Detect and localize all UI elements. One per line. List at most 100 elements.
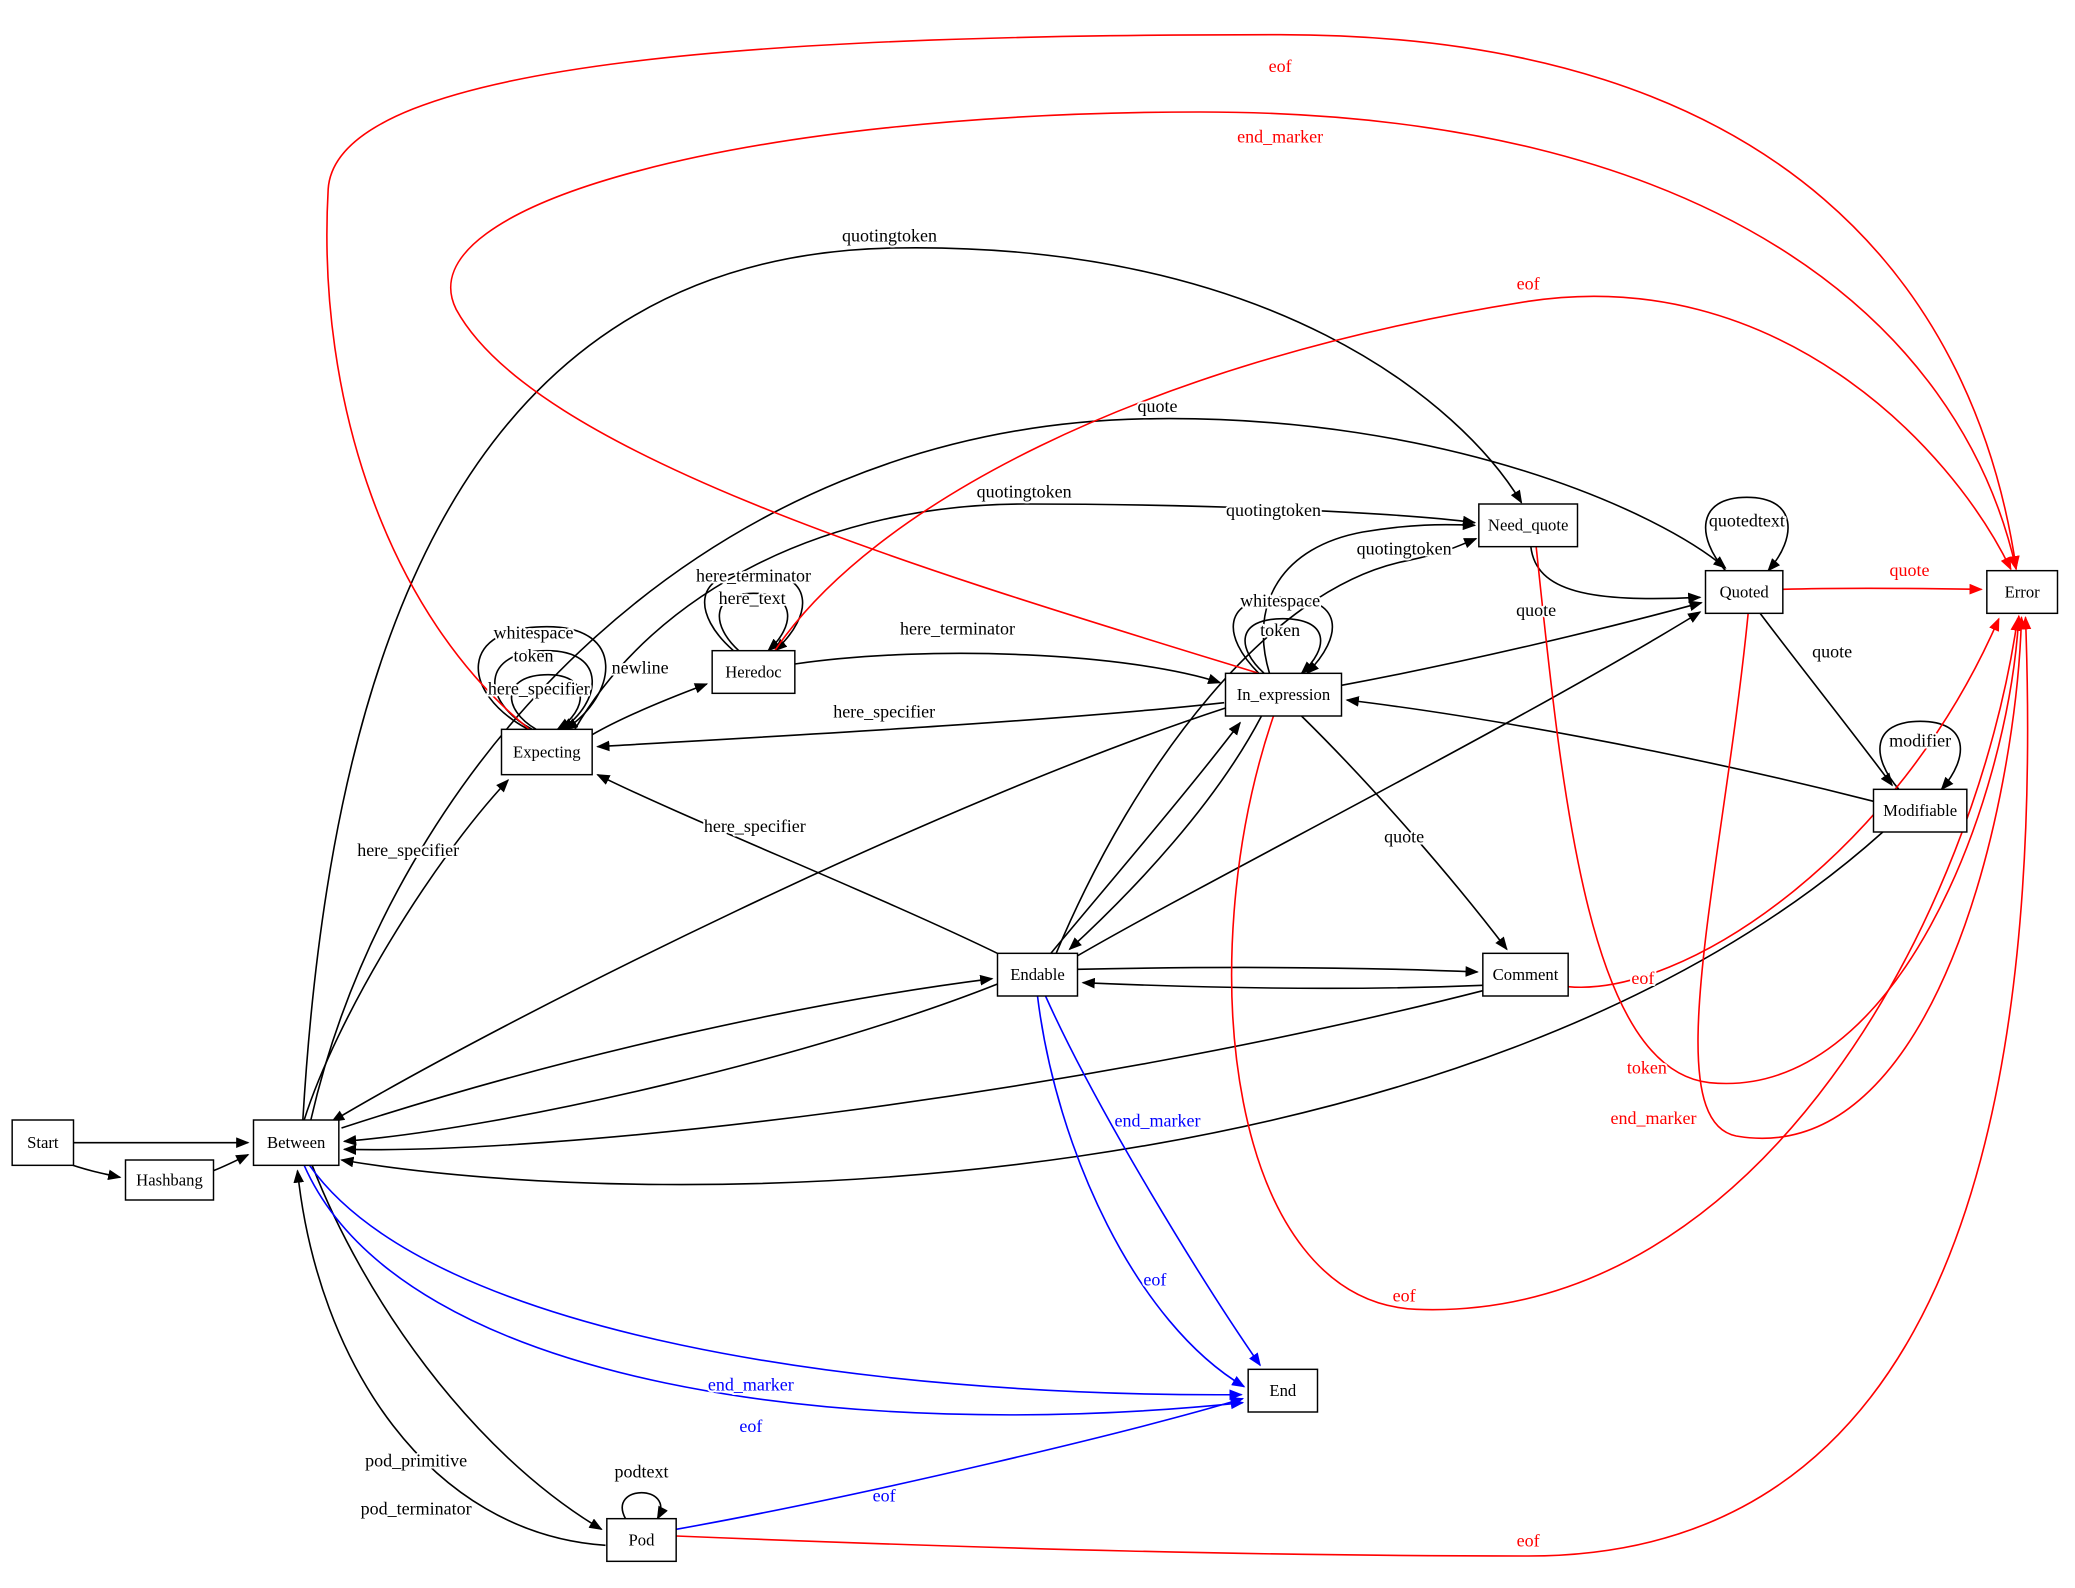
- edge-Pod-Between-pod_terminator: [293, 1169, 606, 1547]
- node-Error: Error: [1986, 569, 2059, 615]
- node-box-Pod: [606, 1517, 677, 1563]
- edge-Heredoc-Heredoc-here_text: [718, 592, 789, 652]
- edge-label-Pod-End-eof: eof: [873, 1485, 896, 1505]
- edge-In_expression-Expecting-here_specifier: [596, 701, 1225, 752]
- node-box-Expecting: [500, 728, 593, 776]
- edges-layer: [65, 33, 2032, 1557]
- edge-Need_quote-Quoted-quote: [1530, 546, 1702, 604]
- edge-Endable-Quoted-quote: [1074, 611, 1702, 959]
- edge-label-In_expression-In_expression-token: token: [1260, 620, 1300, 640]
- node-Modifiable: Modifiable: [1872, 788, 1968, 833]
- edge-label-Expecting-Need_quote-quotingtoken: quotingtoken: [977, 481, 1072, 501]
- edge-In_expression-In_expression-whitespace: [1232, 596, 1334, 675]
- edge-label-Heredoc-Error-eof: eof: [1517, 273, 1540, 293]
- edge-Between-Pod-pod_primitive: [311, 1165, 603, 1531]
- edge-label-Quoted-Error-end_marker: end_marker: [1611, 1108, 1697, 1128]
- edge-Comment-Endable: [1081, 977, 1483, 990]
- node-label-Hashbang: Hashbang: [136, 1170, 203, 1189]
- node-In_expression: In_expression: [1224, 672, 1343, 717]
- node-label-Modifiable: Modifiable: [1883, 801, 1957, 820]
- node-box-Heredoc: [711, 649, 796, 695]
- edge-In_expression-Between: [331, 707, 1226, 1123]
- edge-Quoted-Quoted-quotedtext: [1704, 496, 1789, 572]
- edge-label-In_expression-Error-eof: eof: [1393, 1285, 1416, 1305]
- node-box-End: [1247, 1368, 1319, 1413]
- edge-In_expression-Comment: [1300, 715, 1508, 951]
- edge-label-Quoted-Error-quote: quote: [1890, 560, 1930, 580]
- edge-Expecting-Expecting-whitespace: [477, 625, 607, 731]
- node-box-Need_quote: [1478, 503, 1579, 548]
- edge-Endable-End-eof: [1036, 995, 1246, 1388]
- edge-label-Expecting-Expecting-token: token: [514, 645, 554, 665]
- edge-label-In_expression-Expecting-here_specifier: here_specifier: [833, 701, 935, 721]
- edge-Pod-Pod-podtext: [621, 1492, 668, 1520]
- edge-Endable-Need_quote-quotingtoken: [1055, 537, 1478, 954]
- edge-Need_quote-Error-token: [1535, 546, 2024, 1085]
- edge-Between-Endable: [341, 974, 994, 1129]
- edge-label-Pod-Pod-podtext: podtext: [615, 1461, 669, 1481]
- node-Start: Start: [11, 1119, 75, 1167]
- nodes-layer: StartHashbangBetweenExpectingHeredocIn_e…: [11, 503, 2059, 1563]
- edge-label-Need_quote-Quoted-quote: quote: [1516, 600, 1556, 620]
- node-Endable: Endable: [996, 952, 1079, 997]
- edge-Between-End-eof: [303, 1165, 1245, 1416]
- edge-Pod-Error-eof: [676, 616, 2032, 1557]
- edge-label-Quoted-Quoted-quotedtext: quotedtext: [1709, 511, 1785, 531]
- edge-label-Between-Expecting-here_specifier: here_specifier: [357, 840, 459, 860]
- edge-label-Expecting-Heredoc-newline: newline: [612, 657, 669, 677]
- edge-In_expression-Error-end_marker: [449, 111, 2019, 675]
- node-box-In_expression: [1224, 672, 1343, 717]
- node-Need_quote: Need_quote: [1478, 503, 1579, 548]
- edge-label-Heredoc-Heredoc-here_terminator: here_terminator: [696, 565, 811, 585]
- edge-Expecting-Expecting-token: [494, 649, 593, 731]
- edge-Between-Expecting-here_specifier: [303, 779, 510, 1121]
- edge-label-Between-Need_quote-quotingtoken: quotingtoken: [842, 225, 937, 245]
- edge-label-In_expression-Need_quote-quotingtoken: quotingtoken: [1226, 500, 1321, 520]
- edge-In_expression-In_expression-token: [1244, 617, 1322, 675]
- edge-In_expression-Error-eof: [1230, 617, 2022, 1311]
- edge-Endable-End-end_marker: [1044, 995, 1261, 1367]
- node-End: End: [1247, 1368, 1319, 1413]
- edge-Hashbang-Between: [213, 1153, 250, 1172]
- node-Between: Between: [252, 1119, 340, 1167]
- edge-Expecting-Expecting-here_specifier: [510, 673, 582, 731]
- node-label-Endable: Endable: [1010, 965, 1065, 984]
- node-label-Heredoc: Heredoc: [725, 662, 781, 681]
- edge-Expecting-Error-eof: [326, 33, 2020, 730]
- edge-Heredoc-In_expression-here_terminator: [794, 652, 1222, 684]
- edge-label-Endable-Quoted-quote: quote: [1384, 827, 1424, 847]
- edge-label-Expecting-Error-eof: eof: [1269, 56, 1292, 76]
- edge-label-Heredoc-Heredoc-here_text: here_text: [719, 588, 786, 608]
- edge-Endable-Between: [342, 983, 998, 1146]
- edge-label-Comment-Error-eof: eof: [1631, 968, 1654, 988]
- node-label-Between: Between: [267, 1133, 326, 1152]
- edge-label-Need_quote-Error-token: token: [1627, 1057, 1667, 1077]
- edge-label-Expecting-Expecting-here_specifier: here_specifier: [488, 679, 590, 699]
- node-box-Modifiable: [1872, 788, 1968, 833]
- node-label-Comment: Comment: [1493, 965, 1559, 984]
- edge-labels-layer: here_specifierpod_primitivepod_terminato…: [355, 54, 1953, 1553]
- node-label-End: End: [1269, 1381, 1297, 1400]
- edge-Endable-Comment: [1077, 966, 1479, 977]
- node-box-Error: [1986, 569, 2059, 615]
- edge-label-Endable-Expecting-here_specifier: here_specifier: [704, 816, 806, 836]
- node-label-Quoted: Quoted: [1720, 582, 1770, 601]
- edge-Modifiable-Modifiable-modifier: [1879, 720, 1962, 791]
- edge-Expecting-Need_quote-quotingtoken: [574, 503, 1477, 730]
- node-label-Error: Error: [2005, 582, 2041, 601]
- node-box-Comment: [1482, 952, 1569, 997]
- node-label-Pod: Pod: [629, 1530, 656, 1549]
- node-box-Endable: [996, 952, 1079, 997]
- edge-label-In_expression-Error-end_marker: end_marker: [1237, 127, 1323, 147]
- node-Quoted: Quoted: [1704, 569, 1784, 615]
- node-box-Hashbang: [124, 1159, 215, 1201]
- edge-label-Between-Quoted-quote: quote: [1138, 396, 1178, 416]
- edge-label-Endable-Need_quote-quotingtoken: quotingtoken: [1357, 539, 1452, 559]
- edge-Expecting-Heredoc-newline: [591, 683, 709, 736]
- edge-Quoted-Modifiable-quote: [1759, 612, 1893, 787]
- node-box-Quoted: [1704, 569, 1784, 615]
- edge-Endable-In_expression: [1050, 721, 1241, 954]
- edge-Between-Quoted-quote: [310, 417, 1727, 1121]
- edge-Comment-Error-eof: [1568, 617, 2000, 989]
